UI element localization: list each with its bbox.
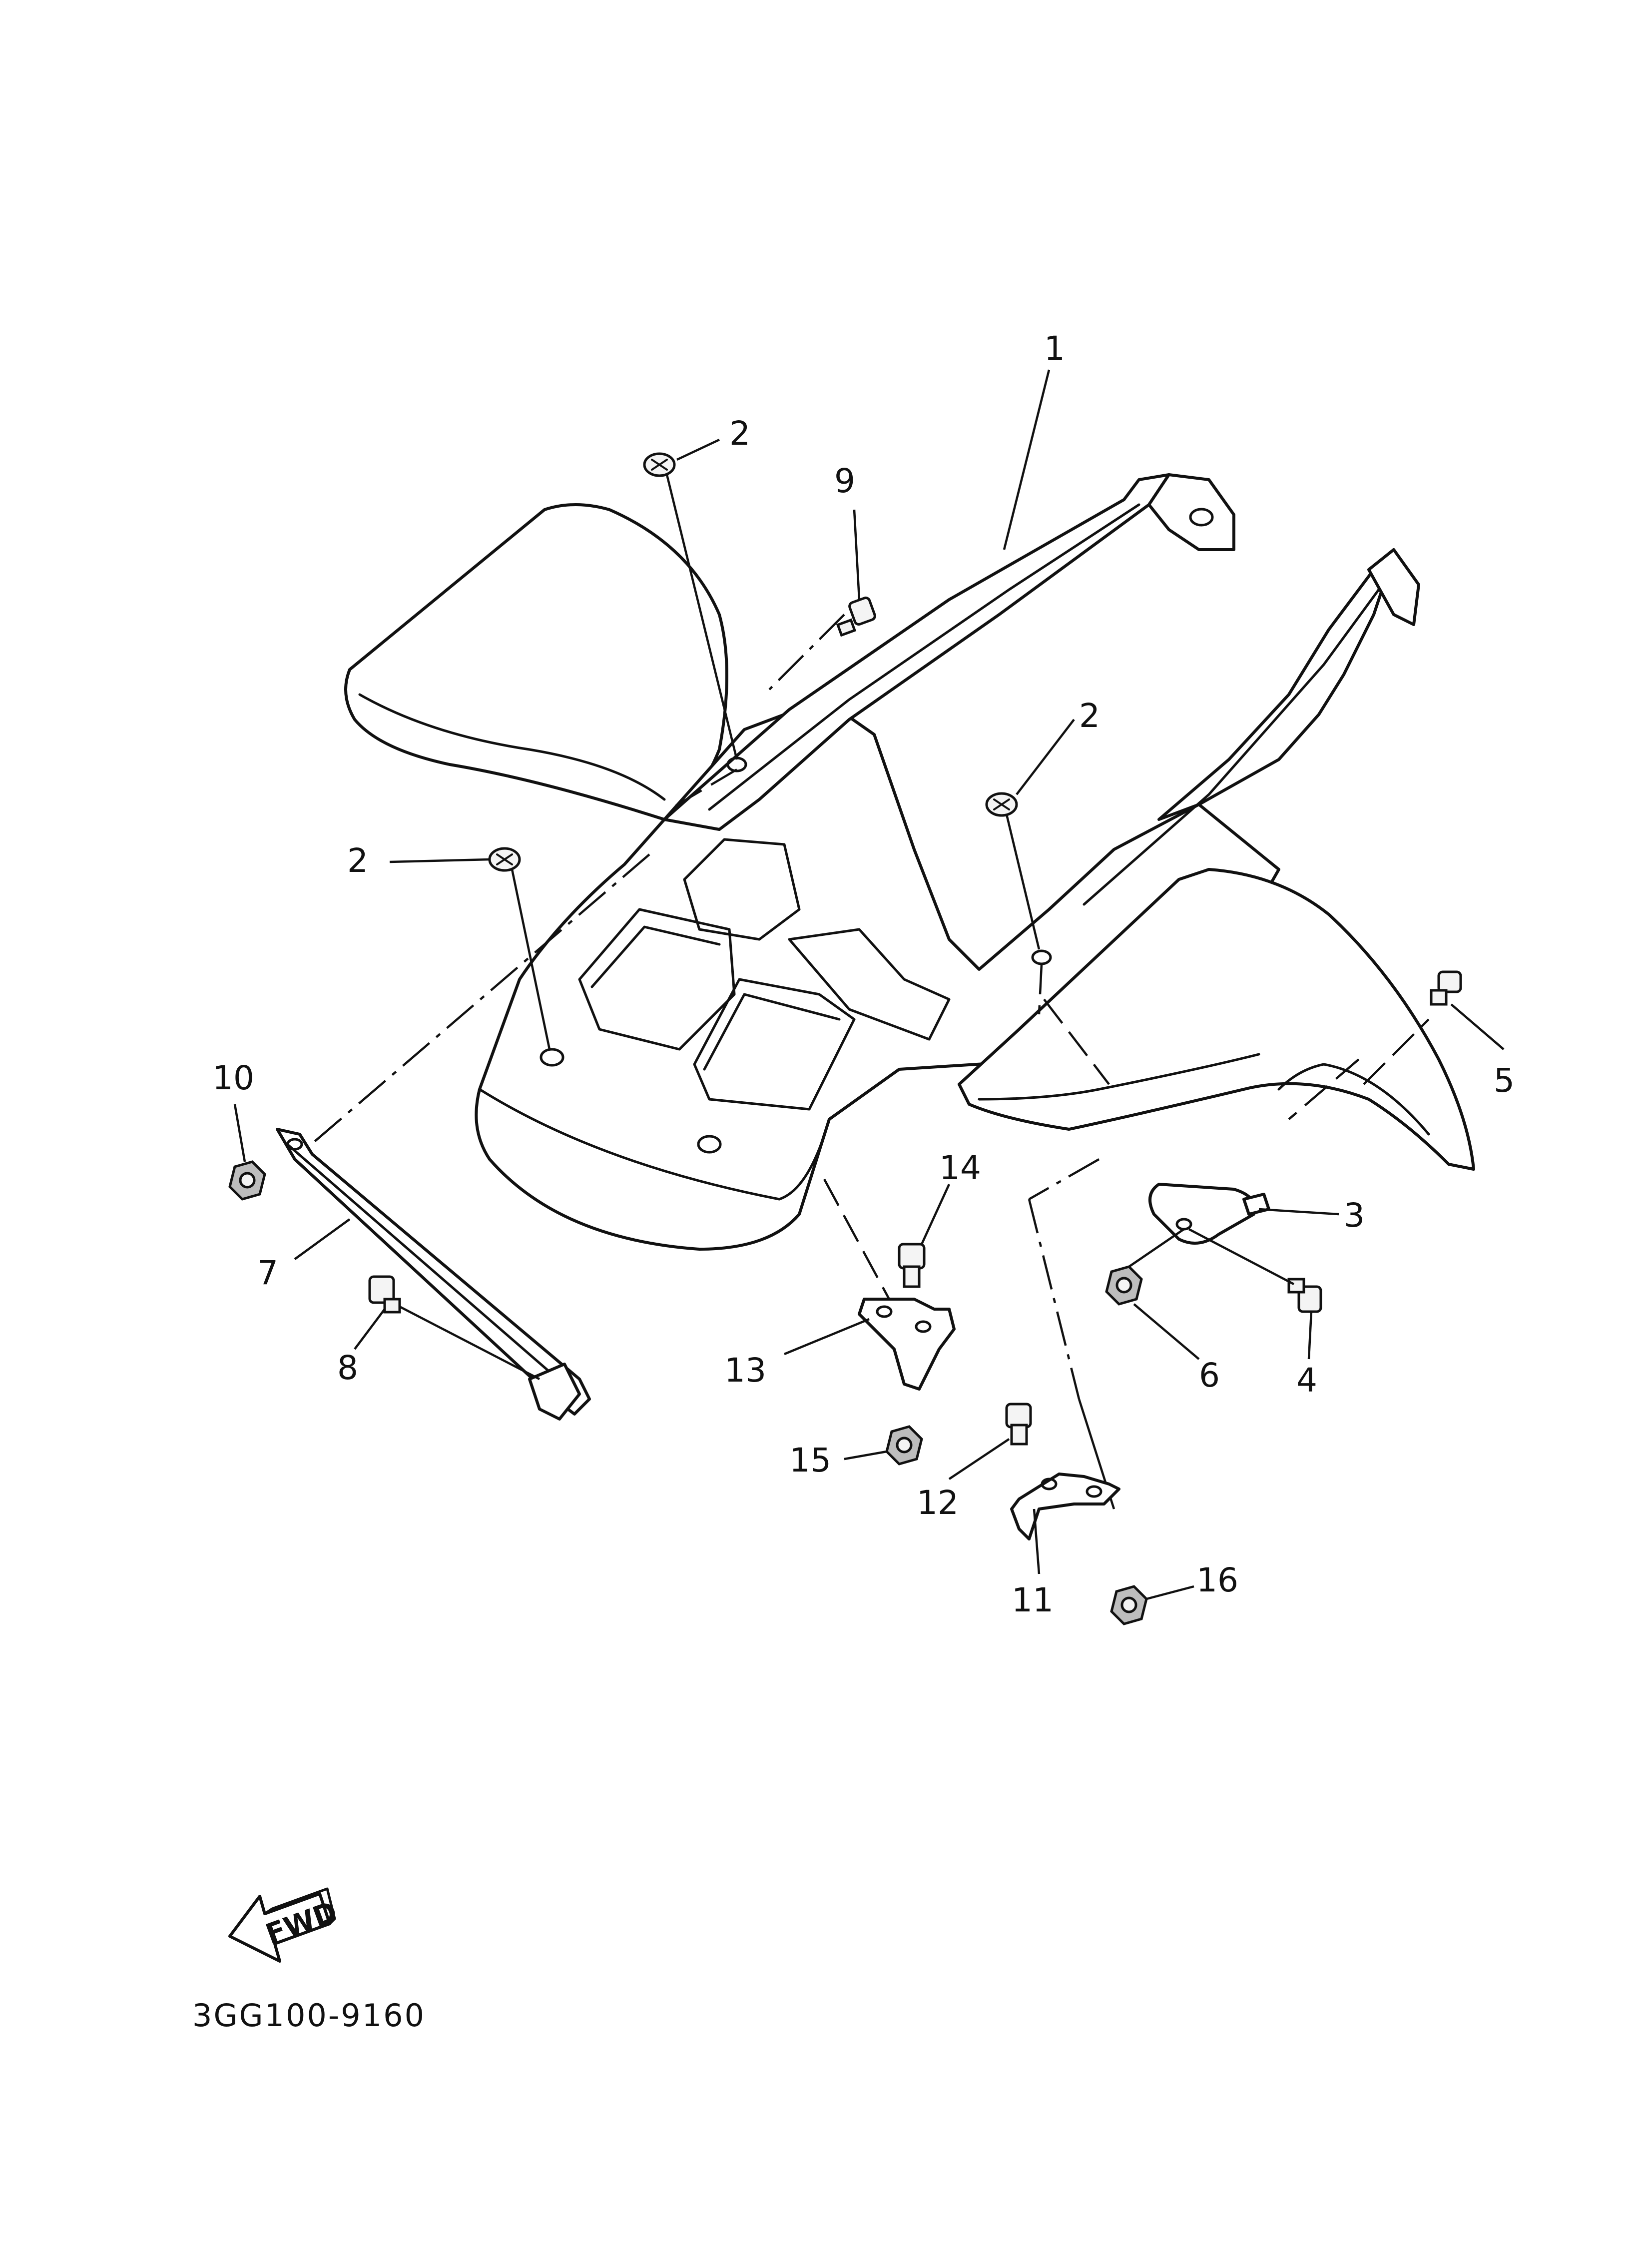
fwd-arrow-icon: FWD: [228, 1887, 342, 1963]
callout-12: 12: [917, 1484, 959, 1522]
stay-7: [276, 1128, 591, 1421]
callout-2: 2: [347, 841, 368, 880]
callout-5: 5: [1494, 1061, 1515, 1100]
bolt-9: [836, 509, 876, 637]
callout-10: 10: [212, 1059, 254, 1097]
callout-7: 7: [257, 1254, 278, 1292]
screw-2-left: [389, 847, 551, 1050]
nut-10: [228, 1104, 266, 1201]
callout-14: 14: [939, 1149, 981, 1187]
callout-3: 3: [1344, 1196, 1365, 1235]
callout-9: 9: [834, 462, 855, 500]
callout-11: 11: [1012, 1581, 1054, 1619]
nut-16: [1110, 1585, 1194, 1625]
callout-13: 13: [724, 1351, 766, 1390]
callout-6: 6: [1199, 1356, 1220, 1395]
nut-6: [1105, 1228, 1200, 1360]
screw-2-right: [985, 719, 1075, 950]
bolt-8: [354, 1275, 541, 1380]
callout-15: 15: [789, 1441, 831, 1480]
callout-16: 16: [1196, 1561, 1238, 1599]
callout-4: 4: [1296, 1361, 1317, 1400]
callout-labels: 1 2 9 2 2 10 5 3 14 7 8 13 6 4 15 12 16 …: [212, 329, 1515, 1619]
bolt-4: [1188, 1228, 1322, 1360]
bolt-5: [1430, 970, 1505, 1050]
front-fender: [344, 473, 1475, 1251]
bracket-3: [1148, 1183, 1339, 1245]
callout-2: 2: [729, 414, 750, 453]
bolt-12: [948, 1403, 1032, 1480]
bolt-14: [898, 1184, 951, 1288]
callout-2: 2: [1079, 697, 1100, 735]
nut-15: [844, 1425, 923, 1466]
callout-1: 1: [1044, 329, 1065, 368]
drawing-code: 3GG100-9160: [192, 1997, 426, 2034]
callout-8: 8: [337, 1349, 358, 1387]
screw-2-top: [643, 438, 738, 760]
bracket-13: [784, 1298, 956, 1391]
bracket-11: [1010, 1473, 1120, 1574]
